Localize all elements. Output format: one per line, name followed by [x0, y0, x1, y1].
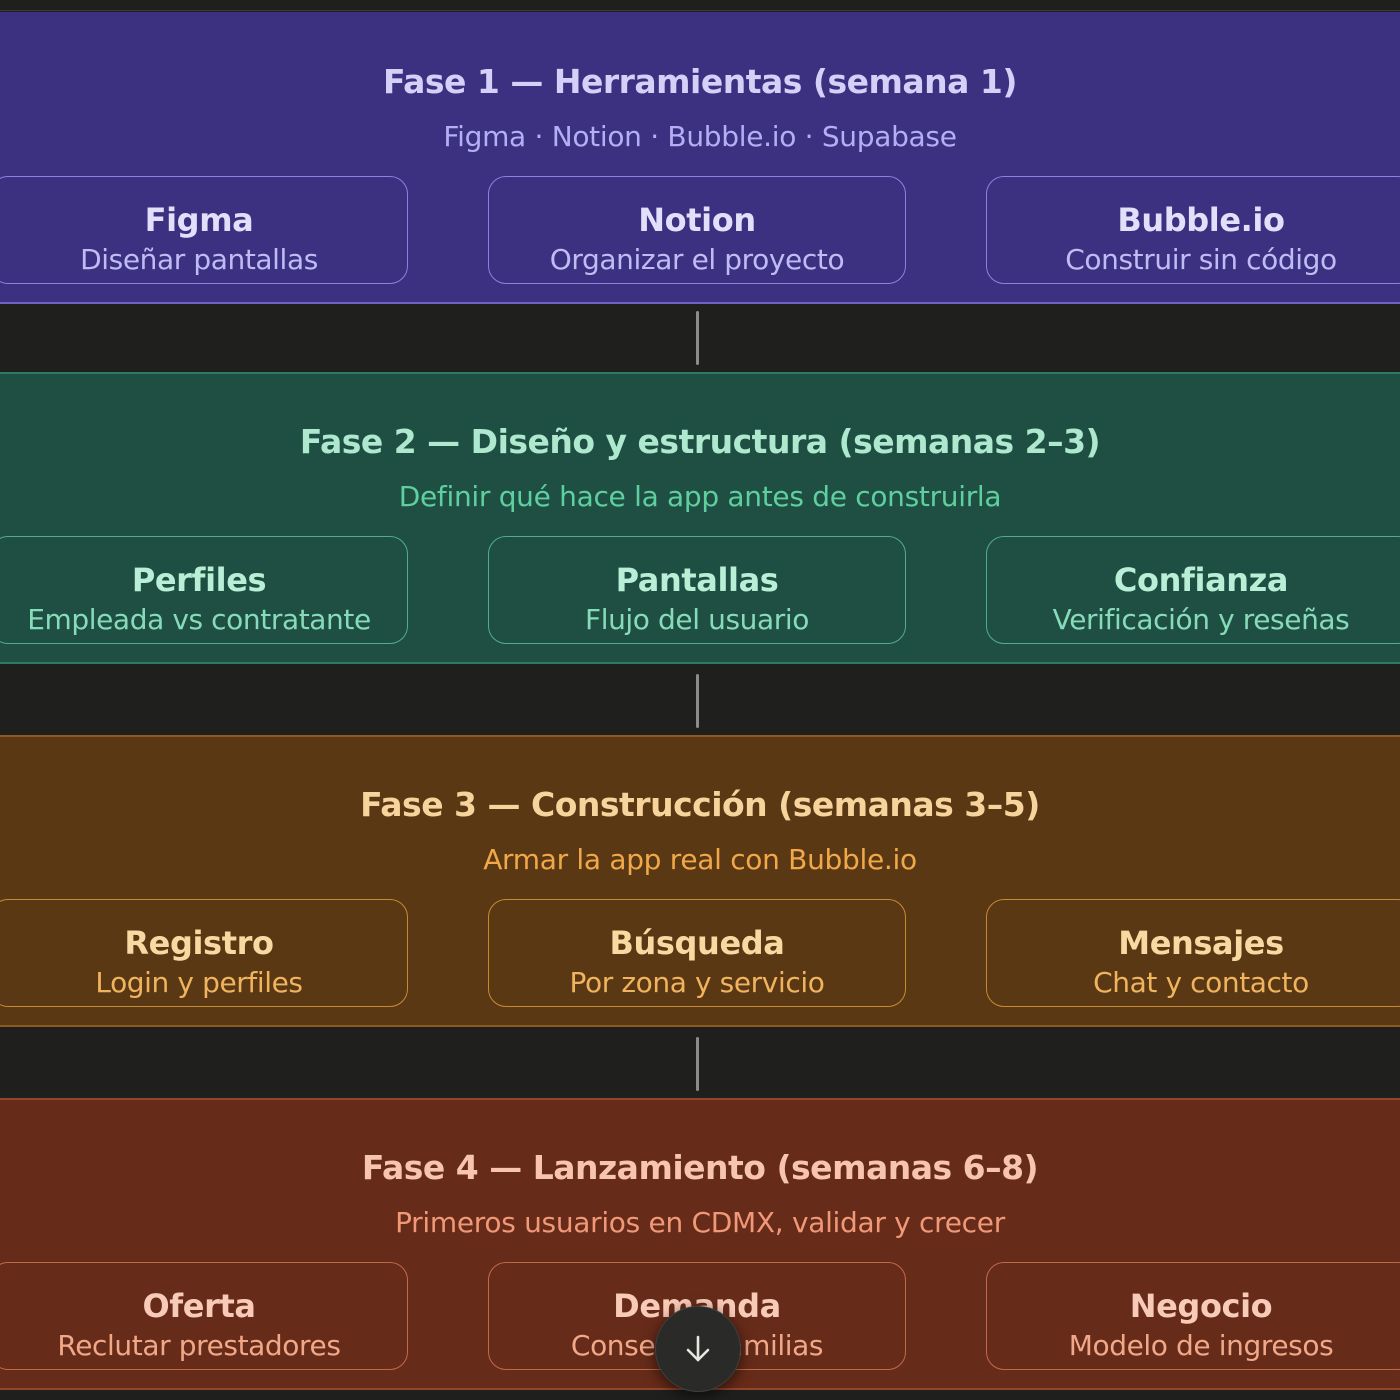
- card-desc: Organizar el proyecto: [549, 243, 845, 276]
- card-desc: Por zona y servicio: [569, 966, 825, 999]
- card-title: Mensajes: [1118, 924, 1284, 962]
- card-desc: Verificación y reseñas: [1052, 603, 1350, 636]
- card-title: Perfiles: [131, 561, 267, 599]
- card-title: Notion: [638, 201, 756, 239]
- card-desc: Diseñar pantallas: [80, 243, 318, 276]
- card-title: Pantallas: [615, 561, 779, 599]
- phase-4-subtitle: Primeros usuarios en CDMX, validar y cre…: [395, 1206, 1005, 1239]
- phase-3-card-mensajes[interactable]: Mensajes Chat y contacto: [986, 899, 1400, 1007]
- phase-1-card-figma[interactable]: Figma Diseñar pantallas: [0, 176, 408, 284]
- card-title: Confianza: [1113, 561, 1289, 599]
- phase-1-card-bubble[interactable]: Bubble.io Construir sin código: [986, 176, 1400, 284]
- card-desc: Reclutar prestadores: [57, 1329, 341, 1362]
- card-desc: Login y perfiles: [95, 966, 303, 999]
- card-title: Búsqueda: [609, 924, 785, 962]
- card-desc: Chat y contacto: [1093, 966, 1309, 999]
- card-title: Figma: [144, 201, 254, 239]
- phase-2-title: Fase 2 — Diseño y estructura (semanas 2–…: [299, 422, 1101, 461]
- phase-3-panel: Fase 3 — Construcción (semanas 3–5) Arma…: [0, 735, 1400, 1027]
- connector-line-2: [696, 674, 699, 728]
- phase-1-title: Fase 1 — Herramientas (semana 1): [383, 62, 1017, 101]
- phase-3-card-registro[interactable]: Registro Login y perfiles: [0, 899, 408, 1007]
- card-title: Negocio: [1129, 1287, 1273, 1325]
- arrow-down-icon: [686, 1335, 710, 1362]
- phase-3-card-busqueda[interactable]: Búsqueda Por zona y servicio: [488, 899, 906, 1007]
- card-desc: Flujo del usuario: [585, 603, 809, 636]
- phase-4-card-negocio[interactable]: Negocio Modelo de ingresos: [986, 1262, 1400, 1370]
- phase-4-title: Fase 4 — Lanzamiento (semanas 6–8): [361, 1148, 1039, 1187]
- connector-line-1: [696, 311, 699, 365]
- phase-2-card-confianza[interactable]: Confianza Verificación y reseñas: [986, 536, 1400, 644]
- card-desc: Empleada vs contratante: [27, 603, 371, 636]
- connector-line-3: [696, 1037, 699, 1091]
- phase-3-title: Fase 3 — Construcción (semanas 3–5): [360, 785, 1040, 824]
- phase-1-panel: Fase 1 — Herramientas (semana 1) Figma ·…: [0, 12, 1400, 304]
- phase-2-card-perfiles[interactable]: Perfiles Empleada vs contratante: [0, 536, 408, 644]
- top-strip: [0, 0, 1400, 11]
- card-desc: Construir sin código: [1065, 243, 1337, 276]
- phase-2-panel: Fase 2 — Diseño y estructura (semanas 2–…: [0, 372, 1400, 664]
- scroll-down-button[interactable]: [655, 1306, 741, 1392]
- card-title: Oferta: [142, 1287, 256, 1325]
- card-title: Bubble.io: [1117, 201, 1285, 239]
- phase-2-card-pantallas[interactable]: Pantallas Flujo del usuario: [488, 536, 906, 644]
- phase-2-subtitle: Definir qué hace la app antes de constru…: [398, 480, 1002, 513]
- phase-1-subtitle: Figma · Notion · Bubble.io · Supabase: [443, 120, 957, 153]
- card-title: Registro: [124, 924, 274, 962]
- phase-3-subtitle: Armar la app real con Bubble.io: [483, 843, 917, 876]
- phase-1-card-notion[interactable]: Notion Organizar el proyecto: [488, 176, 906, 284]
- card-desc: Modelo de ingresos: [1068, 1329, 1334, 1362]
- phase-4-card-oferta[interactable]: Oferta Reclutar prestadores: [0, 1262, 408, 1370]
